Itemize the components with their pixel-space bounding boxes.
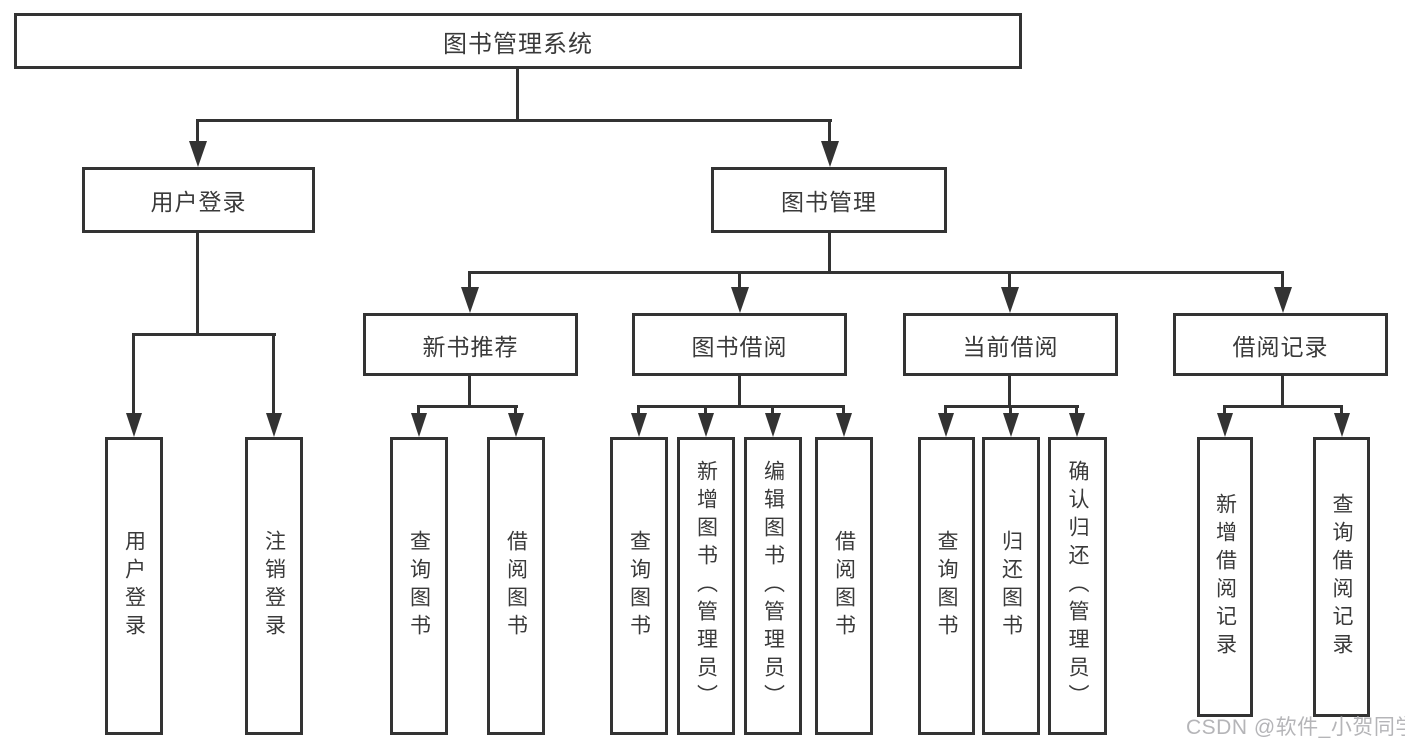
connector-line: [1008, 271, 1011, 291]
connector-line: [1223, 405, 1226, 415]
connector-arrow: [126, 413, 142, 437]
connector-line: [738, 376, 741, 408]
connector-line: [417, 405, 420, 415]
connector-arrow: [1069, 413, 1085, 437]
node-label: 新书推荐: [422, 333, 519, 360]
connector-arrow: [698, 413, 714, 437]
leaf-borrow-books-recommend: 借阅图书: [487, 437, 545, 735]
node-new-book-recommend: 新书推荐: [363, 313, 578, 376]
connector-line: [514, 405, 517, 415]
connector-arrow: [836, 413, 852, 437]
connector-arrow: [731, 287, 749, 313]
csdn-watermark: CSDN @软件_小贺同学: [1186, 716, 1405, 739]
node-label: 图书管理: [781, 189, 877, 215]
connector-line: [637, 405, 640, 415]
connector-line: [468, 271, 471, 291]
connector-line: [133, 333, 276, 336]
connector-line: [516, 68, 519, 121]
connector-arrow: [1217, 413, 1233, 437]
node-label: 编辑图书（管理员）: [761, 460, 785, 712]
connector-arrow: [765, 413, 781, 437]
connector-line: [1009, 405, 1012, 415]
leaf-logout: 注销登录: [245, 437, 303, 735]
connector-arrow: [461, 287, 479, 313]
connector-line: [1340, 405, 1343, 415]
node-label: 查询图书: [627, 530, 651, 642]
node-book-borrowing: 图书借阅: [632, 313, 847, 376]
node-label: 用户登录: [150, 189, 247, 215]
leaf-return-book: 归还图书: [982, 437, 1040, 735]
connector-arrow: [1001, 287, 1019, 313]
node-label: 归还图书: [999, 530, 1023, 642]
leaf-edit-book-admin: 编辑图书（管理员）: [744, 437, 802, 735]
connector-line: [196, 233, 199, 336]
node-borrow-records: 借阅记录: [1173, 313, 1388, 376]
connector-arrow: [938, 413, 954, 437]
connector-arrow: [1334, 413, 1350, 437]
connector-line: [418, 405, 518, 408]
leaf-query-borrow-record: 查询借阅记录: [1313, 437, 1370, 717]
node-label: 新增图书（管理员）: [694, 460, 718, 712]
node-label: 确认归还（管理员）: [1066, 460, 1089, 712]
connector-line: [1008, 376, 1011, 408]
connector-line: [704, 405, 707, 415]
connector-line: [1281, 376, 1284, 408]
leaf-query-books-recommend: 查询图书: [390, 437, 448, 735]
connector-line: [828, 119, 831, 143]
node-label: 查询图书: [935, 530, 958, 642]
node-label: 新增借阅记录: [1213, 493, 1237, 661]
node-label: 当前借阅: [962, 333, 1059, 360]
connector-line: [944, 405, 947, 415]
connector-arrow: [1274, 287, 1292, 313]
node-label: 查询图书: [407, 530, 431, 642]
connector-line: [1075, 405, 1078, 415]
node-label: 借阅图书: [504, 530, 528, 642]
leaf-query-books-current: 查询图书: [918, 437, 975, 735]
connector-line: [945, 405, 1079, 408]
connector-arrow: [1003, 413, 1019, 437]
node-label: 借阅记录: [1232, 333, 1329, 360]
leaf-confirm-return-admin: 确认归还（管理员）: [1048, 437, 1107, 735]
connector-line: [771, 405, 774, 415]
connector-arrow: [631, 413, 647, 437]
node-current-borrowing: 当前借阅: [903, 313, 1118, 376]
leaf-user-login: 用户登录: [105, 437, 163, 735]
node-label: 用户登录: [122, 530, 146, 642]
connector-line: [828, 233, 831, 273]
node-user-login: 用户登录: [82, 167, 315, 233]
connector-arrow: [189, 141, 207, 167]
leaf-add-book-admin: 新增图书（管理员）: [677, 437, 735, 735]
leaf-add-borrow-record: 新增借阅记录: [1197, 437, 1253, 717]
node-label: 借阅图书: [832, 530, 856, 642]
connector-line: [738, 271, 741, 291]
connector-line: [196, 119, 199, 143]
connector-arrow: [411, 413, 427, 437]
connector-line: [842, 405, 845, 415]
connector-arrow: [821, 141, 839, 167]
node-label: 图书借阅: [691, 333, 788, 360]
connector-line: [468, 271, 1284, 274]
connector-arrow: [508, 413, 524, 437]
node-label: 图书管理系统: [443, 30, 593, 58]
node-label: 查询借阅记录: [1330, 493, 1353, 661]
node-label: 注销登录: [262, 530, 286, 642]
connector-line: [196, 119, 832, 122]
leaf-borrow-books-borrowing: 借阅图书: [815, 437, 873, 735]
node-library-system: 图书管理系统: [14, 13, 1022, 69]
leaf-query-books-borrowing: 查询图书: [610, 437, 668, 735]
connector-line: [132, 333, 135, 415]
connector-line: [1281, 271, 1284, 291]
connector-line: [468, 376, 471, 408]
connector-line: [1225, 405, 1343, 408]
connector-line: [638, 405, 845, 408]
connector-arrow: [266, 413, 282, 437]
connector-line: [272, 333, 275, 415]
node-book-management: 图书管理: [711, 167, 947, 233]
